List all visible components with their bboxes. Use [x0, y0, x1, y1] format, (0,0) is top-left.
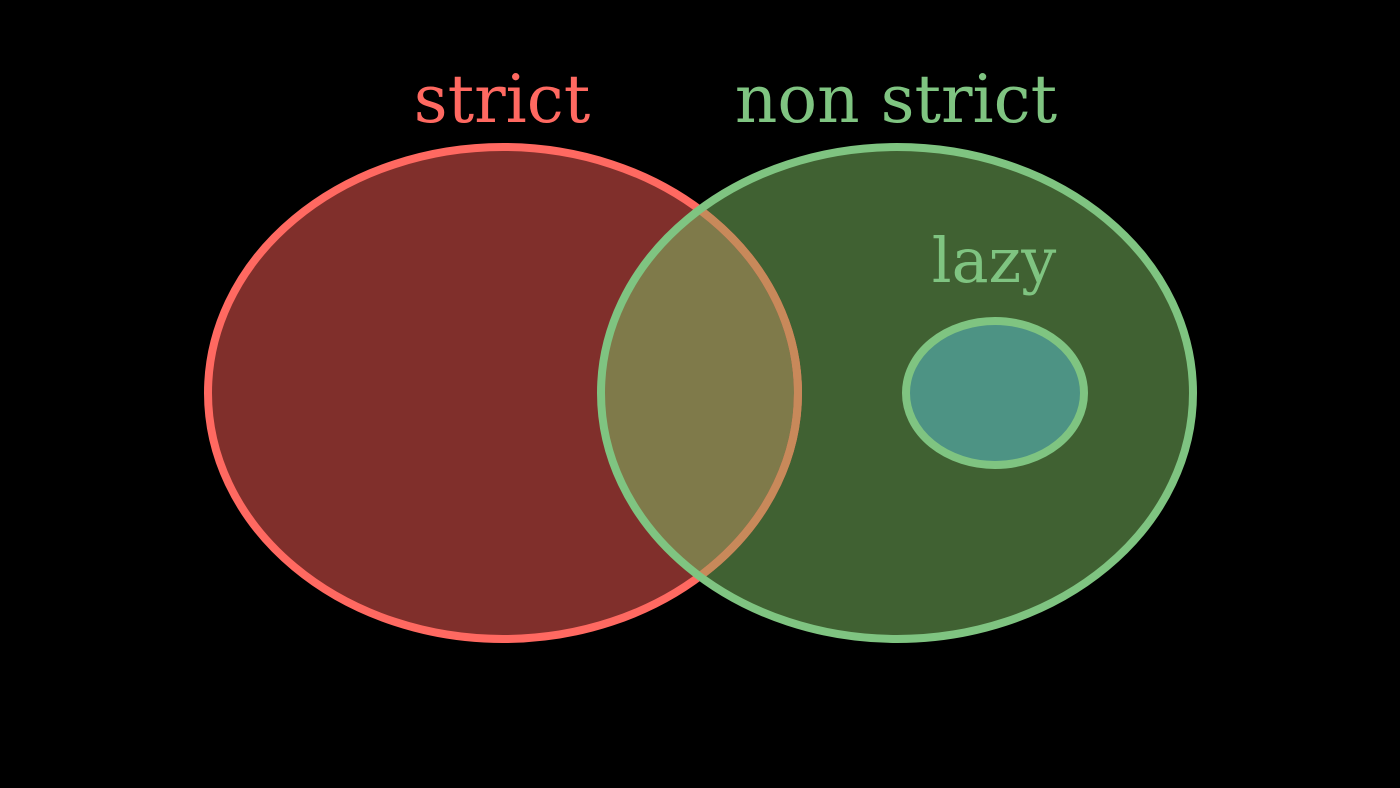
non-strict-set-label: non strict	[735, 61, 1057, 138]
lazy-set-outline	[902, 317, 1088, 469]
non-strict-set-outline	[597, 143, 1197, 643]
strict-set-label: strict	[414, 61, 591, 138]
lazy-set-label: lazy	[932, 224, 1056, 297]
strict-non-strict-overlap-region	[601, 147, 798, 639]
lazy-set-region	[906, 321, 1084, 465]
strict-outline-overlap-segment	[605, 151, 802, 635]
